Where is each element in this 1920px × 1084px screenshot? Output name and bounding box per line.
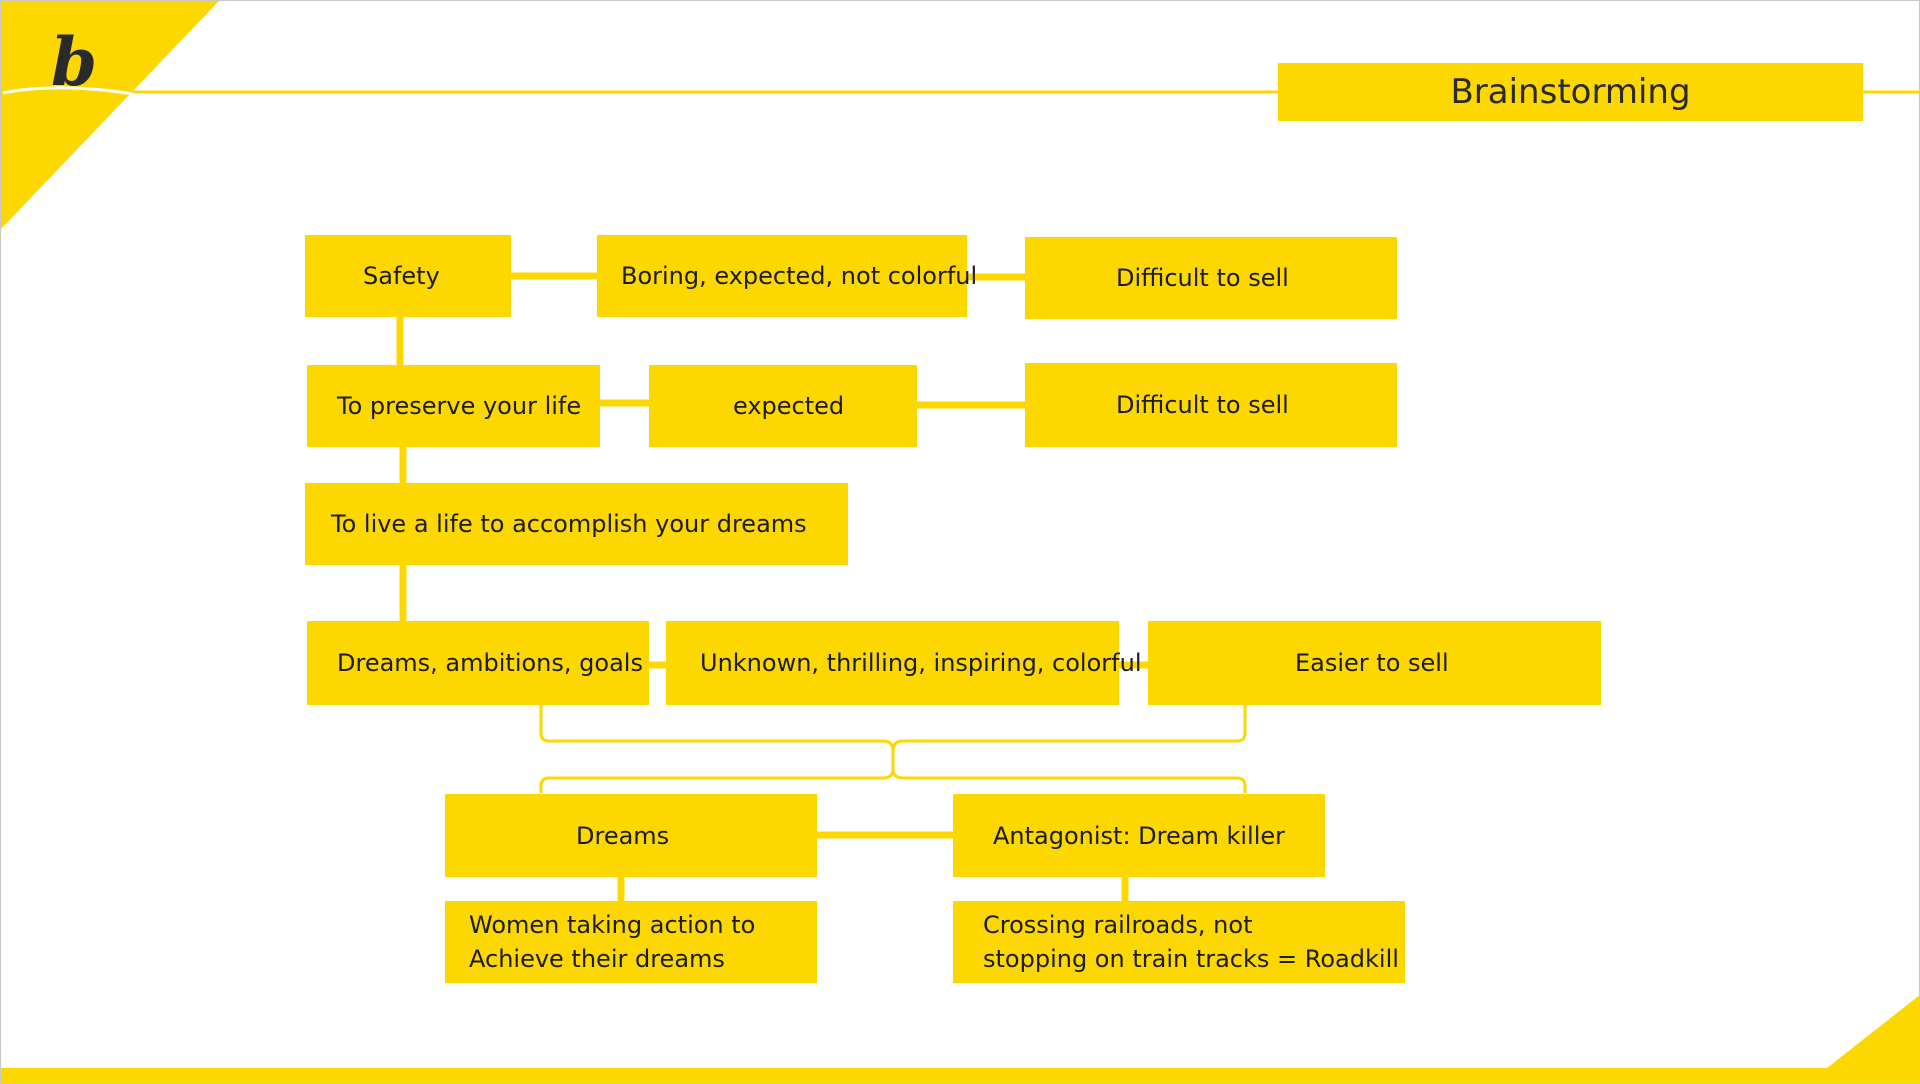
box-easier-label: Easier to sell <box>1295 649 1449 677</box>
box-boring-label: Boring, expected, not colorful <box>621 262 978 290</box>
box-unknown: Unknown, thrilling, inspiring, colorful <box>666 621 1141 705</box>
box-crossing-line-2: stopping on train tracks = Roadkill <box>983 945 1399 973</box>
box-expected: expected <box>649 365 917 447</box>
box-difficult-2: Difficult to sell <box>1025 363 1397 447</box>
box-expected-label: expected <box>733 392 845 420</box>
box-dreams: Dreams <box>445 794 817 877</box>
box-difficult-2-label: Difficult to sell <box>1116 391 1289 419</box>
box-live-life: To live a life to accomplish your dreams <box>305 483 848 565</box>
box-safety: Safety <box>305 235 511 317</box>
box-live-life-label: To live a life to accomplish your dreams <box>331 510 807 538</box>
box-dreams-label: Dreams <box>576 821 670 850</box>
top-left-corner-triangle <box>1 1 219 229</box>
slide-title-text: Brainstorming <box>1450 72 1691 112</box>
box-women-line-2: Achieve their dreams <box>469 945 725 973</box>
box-women-line-1: Women taking action to <box>469 911 756 939</box>
box-safety-label: Safety <box>363 262 440 290</box>
footer-bar <box>1 1068 1919 1083</box>
brand-logo: b <box>51 23 98 101</box>
box-antagonist: Antagonist: Dream killer <box>953 794 1325 877</box>
box-antagonist-label: Antagonist: Dream killer <box>993 821 1286 850</box>
slide-title: Brainstorming <box>1278 63 1863 121</box>
box-dreams-ambitions: Dreams, ambitions, goals <box>307 621 649 705</box>
logo-underline-swash <box>2 86 134 96</box>
lower-brace <box>539 768 1247 793</box>
box-difficult-1-label: Difficult to sell <box>1116 264 1289 292</box>
box-dreams-ambitions-label: Dreams, ambitions, goals <box>337 649 643 677</box>
box-crossing-line-1: Crossing railroads, not <box>983 911 1253 939</box>
box-preserve: To preserve your life <box>307 365 600 447</box>
box-preserve-label: To preserve your life <box>337 392 582 420</box>
box-easier: Easier to sell <box>1148 621 1601 705</box>
box-unknown-label: Unknown, thrilling, inspiring, colorful <box>700 649 1142 677</box>
box-women: Women taking action to Achieve their dre… <box>445 901 817 983</box>
box-boring: Boring, expected, not colorful <box>597 235 977 317</box>
upper-brace <box>539 705 1247 752</box>
bottom-right-corner-triangle <box>1827 995 1919 1068</box>
box-difficult-1: Difficult to sell <box>1025 237 1397 319</box>
box-crossing: Crossing railroads, not stopping on trai… <box>953 901 1405 983</box>
